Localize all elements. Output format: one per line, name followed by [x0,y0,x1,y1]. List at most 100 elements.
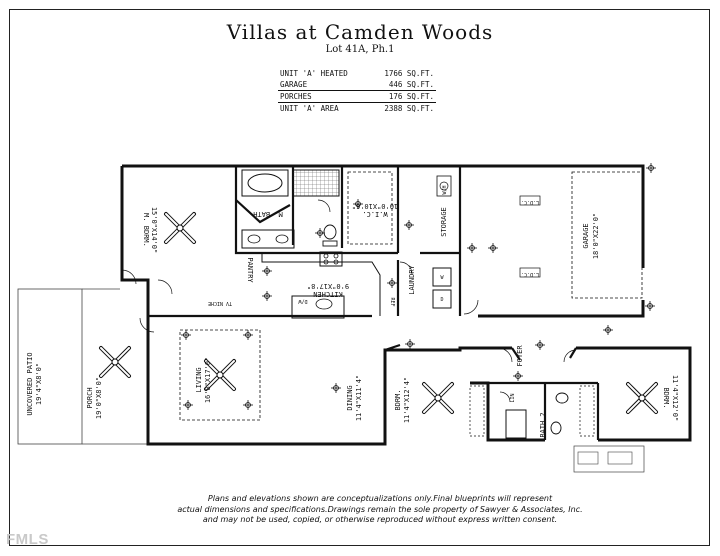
fan-bedroom3-icon [626,382,658,414]
master-bedroom-label: M. BDRM. [142,213,150,247]
storage-label: STORAGE [440,207,448,237]
water-heater-label: W/H [442,185,448,194]
garage-label: GARAGE [582,223,590,248]
water-heater-icon [439,181,449,191]
dishwasher-label: D/W [297,298,307,304]
area-value: 176 SQ.FT. [368,90,436,103]
bedroom3-closet [579,385,595,437]
light-storage-icon [466,242,478,254]
light-pantry-icon [261,265,273,277]
light-bedroom-icon [404,338,416,350]
vanity-sinks [241,229,295,249]
bedroom3-label: BDRM. [662,387,670,408]
ldc-bottom-label: L.D.C. [521,271,539,277]
bath2-label: BATH 2 [539,412,547,437]
wic-shelving [347,171,393,245]
area-value: 2388 SQ.FT. [384,104,434,113]
lot-subtitle: Lot 41A, Ph.1 [325,44,395,55]
disclaimer-line: Plans and elevations shown are conceptua… [207,494,553,503]
plan-title: Villas at Camden Woods [226,20,494,44]
light-exterior-icon [644,300,656,312]
area-label: GARAGE [278,79,369,91]
living-size: 16'8"X17'0" [204,357,212,403]
garage-parking-outline [571,171,643,299]
light-kitchen-icon [261,290,273,302]
master-bath-label: M. BATH [253,210,283,218]
foyer-label: FOYER [516,345,524,367]
toilet-icon [322,224,338,247]
dryer-box [432,289,452,309]
light-living4-icon [242,399,254,411]
kitchen-counters [261,251,381,319]
door-swings [121,199,577,403]
shower [292,169,340,197]
ldc-top-box [519,195,541,206]
light-living2-icon [182,399,194,411]
bath2-toilet-icon [550,421,562,435]
area-row: UNIT 'A' AREA 2388 SQ.FT. [278,103,436,115]
porch-label: PORCH [86,387,94,408]
fan-master-bedroom-icon [164,212,196,244]
light-exterior2-icon [645,162,657,174]
area-label: UNIT 'A' HEATED [280,69,348,78]
dining-size: 11'4"X11'4" [355,375,363,421]
living-label: LIVING [195,367,203,392]
master-tub [241,169,289,197]
light-bath-icon [314,227,326,239]
ldc-top-label: L.D.C. [521,199,539,205]
porch-size: 19'0"X8'0" [95,377,103,419]
light-living3-icon [242,329,254,341]
bedroom2-label: BDRM. [394,389,402,410]
disclaimer-line: actual dimensions and specifications.Dra… [177,504,583,514]
patio-outline [17,288,148,445]
garage-size: 18'0"X22'0" [592,213,600,259]
area-row: UNIT 'A' HEATED 1766 SQ.FT. [278,68,436,79]
light-wic-icon [403,219,415,231]
laundry-label: LAUNDRY [408,264,416,294]
drawing-border [9,9,710,546]
wic-size: 10'0"X10'6" [352,202,398,210]
fan-bedroom2-icon [422,382,454,414]
wic-label: W.I.C. [362,210,387,218]
bath2-tub [505,409,527,439]
disclaimer-line: and may not be used, copied, or otherwis… [202,515,558,524]
area-value: 446 SQ.FT. [368,79,436,91]
ac-unit-box [607,451,633,465]
area-value: 1766 SQ.FT. [384,69,434,78]
light-living-icon [180,329,192,341]
bath2-sink [555,392,569,404]
interior-walls [148,166,600,440]
refrigerator-label: REF [389,297,395,306]
light-foyer-icon [534,339,546,351]
bedroom2-closet [469,385,485,437]
light-dining-icon [330,382,342,394]
water-heater-box [436,175,452,197]
kitchen-label: KITCHEN [313,290,343,298]
dining-label: DINING [346,385,354,410]
light-storage2-icon [487,242,499,254]
bedroom3-size: 11'4"X12'0" [671,375,679,421]
tv-niche-label: TV NICHE [208,300,232,306]
kitchen-size: 9'0"X17'8" [307,282,349,290]
pantry-label: PANTRY [246,257,254,283]
fan-porch-icon [99,346,131,378]
kitchen-sink [315,298,333,310]
front-stoop [573,445,645,473]
exterior-walls [120,164,692,446]
washer-label: W [440,275,444,281]
ldc-bottom-box [519,267,541,278]
range-icon [323,253,339,265]
dryer-label: D [440,297,443,303]
light-foyer2-icon [512,370,524,382]
patio-label: UNCOVERED PATIO [26,352,34,415]
master-bedroom-size: 15'0"X14'0" [150,207,158,253]
fmls-watermark: FMLS [6,531,49,548]
light-kitchen2-icon [386,277,398,289]
ac-unit-box [577,451,599,465]
linen-label: LIN [510,393,516,402]
area-label: UNIT 'A' AREA [280,104,339,113]
